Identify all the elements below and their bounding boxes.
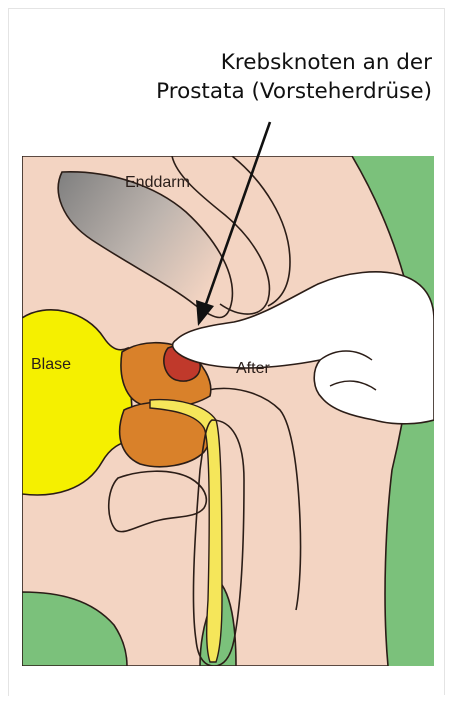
label-anus: After <box>236 360 270 377</box>
label-rectum: Enddarm <box>125 174 190 191</box>
label-bladder: Blase <box>31 356 71 373</box>
